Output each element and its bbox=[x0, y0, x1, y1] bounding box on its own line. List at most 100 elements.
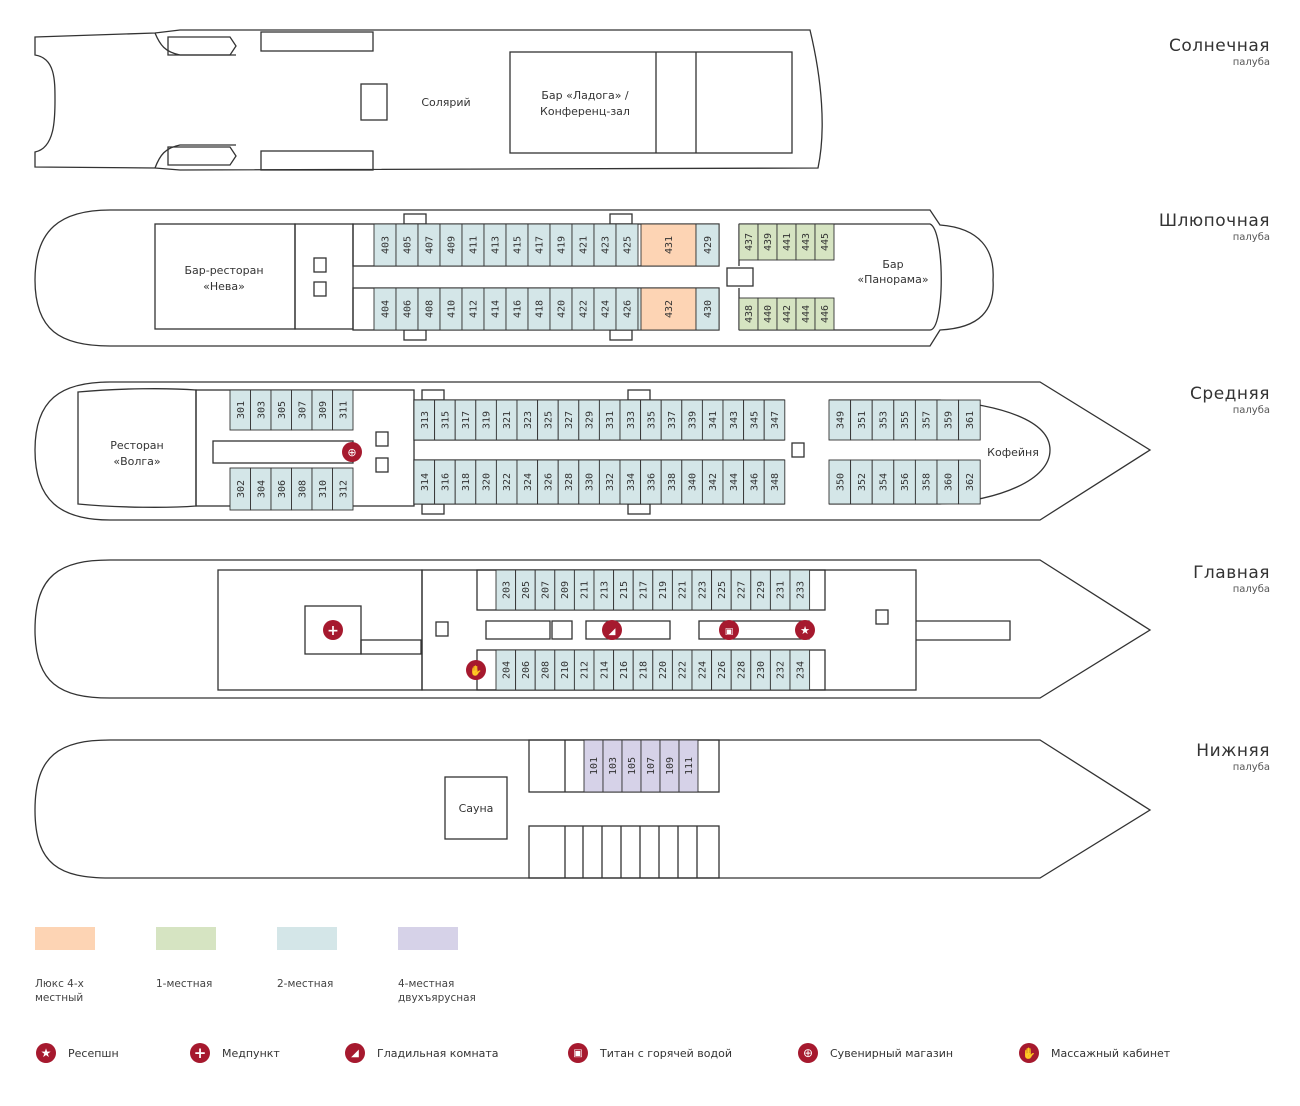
cabin-111[interactable]: 111 bbox=[678, 739, 699, 793]
cabin-333[interactable]: 333 bbox=[619, 399, 642, 441]
cabin-430[interactable]: 430 bbox=[695, 287, 720, 331]
cabin-332[interactable]: 332 bbox=[598, 459, 621, 505]
cabin-320[interactable]: 320 bbox=[475, 459, 497, 505]
cabin-352[interactable]: 352 bbox=[850, 459, 873, 505]
cabin-410[interactable]: 410 bbox=[439, 287, 463, 331]
cabin-230[interactable]: 230 bbox=[750, 649, 771, 691]
cabin-425[interactable]: 425 bbox=[615, 223, 639, 267]
cabin-322[interactable]: 322 bbox=[495, 459, 518, 505]
cabin-357[interactable]: 357 bbox=[914, 399, 938, 441]
cabin-221[interactable]: 221 bbox=[671, 569, 693, 611]
cabin-301[interactable]: 301 bbox=[229, 389, 251, 431]
cabin-223[interactable]: 223 bbox=[691, 569, 713, 611]
cabin-323[interactable]: 323 bbox=[516, 399, 539, 441]
cabin-424[interactable]: 424 bbox=[593, 287, 617, 331]
cabin-318[interactable]: 318 bbox=[454, 459, 477, 505]
cabin-306[interactable]: 306 bbox=[270, 467, 292, 511]
cabin-403[interactable]: 403 bbox=[373, 223, 397, 267]
cabin-426[interactable]: 426 bbox=[615, 287, 639, 331]
cabin-215[interactable]: 215 bbox=[613, 569, 634, 611]
cabin-353[interactable]: 353 bbox=[871, 399, 895, 441]
cabin-438[interactable]: 438 bbox=[738, 297, 759, 331]
cabin-420[interactable]: 420 bbox=[549, 287, 573, 331]
cabin-231[interactable]: 231 bbox=[769, 569, 791, 611]
cabin-337[interactable]: 337 bbox=[660, 399, 683, 441]
cabin-324[interactable]: 324 bbox=[516, 459, 539, 505]
cabin-205[interactable]: 205 bbox=[515, 569, 536, 611]
cabin-350[interactable]: 350 bbox=[828, 459, 852, 505]
cabin-109[interactable]: 109 bbox=[659, 739, 680, 793]
cabin-431[interactable]: 431 bbox=[640, 223, 697, 267]
cabin-423[interactable]: 423 bbox=[593, 223, 617, 267]
cabin-218[interactable]: 218 bbox=[632, 649, 654, 691]
cabin-326[interactable]: 326 bbox=[537, 459, 559, 505]
cabin-101[interactable]: 101 bbox=[583, 739, 604, 793]
cabin-421[interactable]: 421 bbox=[571, 223, 595, 267]
cabin-234[interactable]: 234 bbox=[789, 649, 811, 691]
cabin-443[interactable]: 443 bbox=[795, 223, 816, 261]
cabin-105[interactable]: 105 bbox=[621, 739, 642, 793]
cabin-419[interactable]: 419 bbox=[549, 223, 573, 267]
cabin-343[interactable]: 343 bbox=[722, 399, 745, 441]
cabin-233[interactable]: 233 bbox=[789, 569, 811, 611]
cabin-305[interactable]: 305 bbox=[270, 389, 292, 431]
cabin-321[interactable]: 321 bbox=[495, 399, 518, 441]
cabin-329[interactable]: 329 bbox=[578, 399, 600, 441]
cabin-347[interactable]: 347 bbox=[763, 399, 786, 441]
cabin-206[interactable]: 206 bbox=[515, 649, 536, 691]
cabin-103[interactable]: 103 bbox=[602, 739, 623, 793]
cabin-228[interactable]: 228 bbox=[730, 649, 752, 691]
cabin-404[interactable]: 404 bbox=[373, 287, 397, 331]
cabin-319[interactable]: 319 bbox=[475, 399, 497, 441]
cabin-440[interactable]: 440 bbox=[757, 297, 778, 331]
cabin-213[interactable]: 213 bbox=[593, 569, 615, 611]
cabin-418[interactable]: 418 bbox=[527, 287, 551, 331]
cabin-216[interactable]: 216 bbox=[613, 649, 634, 691]
cabin-445[interactable]: 445 bbox=[814, 223, 835, 261]
cabin-307[interactable]: 307 bbox=[291, 389, 313, 431]
cabin-339[interactable]: 339 bbox=[681, 399, 703, 441]
cabin-220[interactable]: 220 bbox=[652, 649, 673, 691]
cabin-217[interactable]: 217 bbox=[632, 569, 654, 611]
cabin-359[interactable]: 359 bbox=[936, 399, 960, 441]
cabin-327[interactable]: 327 bbox=[557, 399, 580, 441]
cabin-314[interactable]: 314 bbox=[413, 459, 436, 505]
cabin-204[interactable]: 204 bbox=[495, 649, 517, 691]
cabin-441[interactable]: 441 bbox=[776, 223, 797, 261]
cabin-229[interactable]: 229 bbox=[750, 569, 771, 611]
cabin-227[interactable]: 227 bbox=[730, 569, 752, 611]
cabin-214[interactable]: 214 bbox=[593, 649, 615, 691]
cabin-302[interactable]: 302 bbox=[229, 467, 251, 511]
cabin-355[interactable]: 355 bbox=[893, 399, 916, 441]
cabin-406[interactable]: 406 bbox=[395, 287, 419, 331]
cabin-407[interactable]: 407 bbox=[417, 223, 441, 267]
cabin-317[interactable]: 317 bbox=[454, 399, 477, 441]
cabin-310[interactable]: 310 bbox=[311, 467, 333, 511]
cabin-330[interactable]: 330 bbox=[578, 459, 600, 505]
cabin-107[interactable]: 107 bbox=[640, 739, 661, 793]
cabin-336[interactable]: 336 bbox=[640, 459, 662, 505]
cabin-408[interactable]: 408 bbox=[417, 287, 441, 331]
cabin-439[interactable]: 439 bbox=[757, 223, 778, 261]
cabin-334[interactable]: 334 bbox=[619, 459, 642, 505]
cabin-409[interactable]: 409 bbox=[439, 223, 463, 267]
cabin-362[interactable]: 362 bbox=[958, 459, 981, 505]
cabin-356[interactable]: 356 bbox=[893, 459, 916, 505]
cabin-414[interactable]: 414 bbox=[483, 287, 507, 331]
cabin-444[interactable]: 444 bbox=[795, 297, 816, 331]
cabin-219[interactable]: 219 bbox=[652, 569, 673, 611]
cabin-348[interactable]: 348 bbox=[763, 459, 786, 505]
cabin-303[interactable]: 303 bbox=[250, 389, 272, 431]
cabin-211[interactable]: 211 bbox=[573, 569, 595, 611]
cabin-226[interactable]: 226 bbox=[711, 649, 732, 691]
cabin-341[interactable]: 341 bbox=[701, 399, 724, 441]
cabin-405[interactable]: 405 bbox=[395, 223, 419, 267]
cabin-351[interactable]: 351 bbox=[850, 399, 873, 441]
cabin-335[interactable]: 335 bbox=[640, 399, 662, 441]
cabin-208[interactable]: 208 bbox=[534, 649, 556, 691]
cabin-232[interactable]: 232 bbox=[769, 649, 791, 691]
cabin-203[interactable]: 203 bbox=[495, 569, 517, 611]
cabin-413[interactable]: 413 bbox=[483, 223, 507, 267]
cabin-304[interactable]: 304 bbox=[250, 467, 272, 511]
cabin-429[interactable]: 429 bbox=[695, 223, 720, 267]
